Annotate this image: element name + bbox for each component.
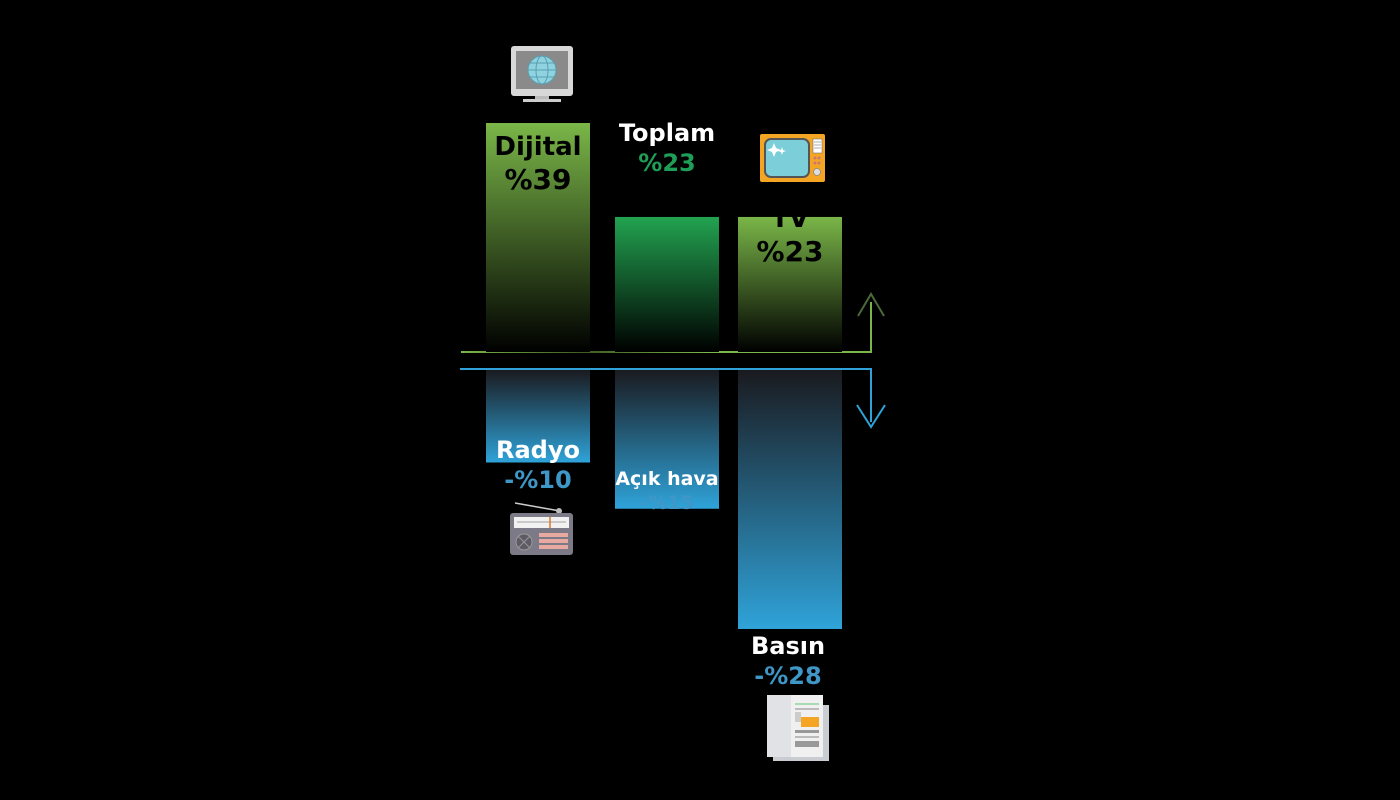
bar-dijital xyxy=(486,123,590,352)
bar-value-basin: -%28 xyxy=(754,662,822,690)
bar-label-tv: TV xyxy=(771,204,809,234)
bar-value-toplam: %23 xyxy=(638,149,696,177)
bar-label-basin: Basın xyxy=(750,632,826,660)
bar-label-radyo: Radyo xyxy=(496,436,580,464)
bar-radyo xyxy=(486,370,590,463)
bar-value-tv: %23 xyxy=(756,235,824,268)
bar-label-acik-hava: Açık hava xyxy=(615,468,719,490)
bar-basin xyxy=(738,370,842,629)
bar-value-dijital: %39 xyxy=(504,163,572,196)
bar-label-toplam: Toplam xyxy=(618,119,716,147)
bar-acik-hava xyxy=(615,370,719,509)
computer-monitor-icon xyxy=(511,46,573,102)
decrease-arrow-head xyxy=(856,404,886,429)
bar-toplam xyxy=(615,216,719,352)
bars xyxy=(486,123,842,629)
bar-label-dijital: Dijital xyxy=(494,132,582,162)
bar-value-radyo: -%10 xyxy=(504,466,572,494)
bar-tv xyxy=(738,216,842,352)
increase-arrow-line xyxy=(461,302,872,353)
increase-arrow-head xyxy=(857,292,885,317)
radio-icon xyxy=(510,502,573,555)
newspaper-icon xyxy=(767,695,829,761)
television-icon xyxy=(760,134,825,182)
bar-value-acik-hava: -%15 xyxy=(640,492,694,514)
decrease-arrow-line xyxy=(460,368,872,422)
